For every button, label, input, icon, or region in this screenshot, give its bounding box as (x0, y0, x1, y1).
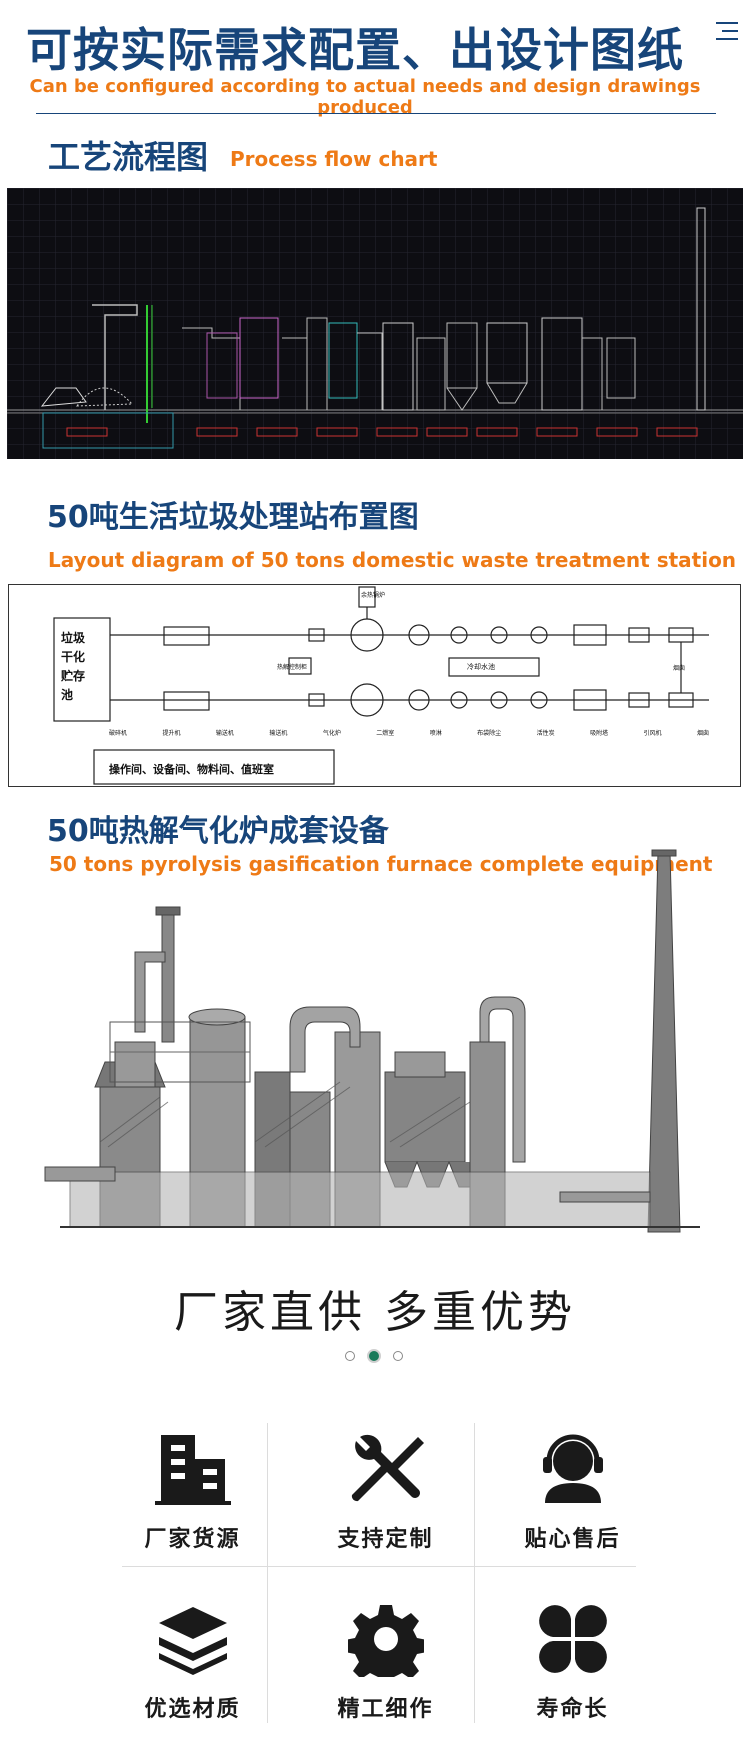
equipment-title-en: 50 tons pyrolysis gasification furnace c… (49, 852, 713, 876)
carousel-dot-3[interactable] (393, 1351, 403, 1361)
feature-label: 寿命长 (536, 1697, 609, 1722)
feature-label: 厂家货源 (144, 1527, 241, 1552)
feature-label: 贴心售后 (524, 1527, 621, 1552)
top-equipment-label: 余热锅炉 (361, 592, 386, 599)
headset-icon (543, 1434, 603, 1503)
feature-factory-source[interactable]: 厂家货源 (107, 1413, 278, 1576)
layout-drawing (53, 586, 709, 785)
page-title: 可按实际需求配置、出设计图纸 (26, 23, 684, 77)
page-subtitle: Can be configured according to actual ne… (29, 76, 701, 118)
equipment-title-cn: 50吨热解气化炉成套设备 (47, 814, 389, 849)
building-icon (155, 1435, 231, 1505)
menu-icon[interactable] (712, 20, 738, 42)
feature-after-sales[interactable]: 贴心售后 (487, 1413, 658, 1576)
tools-icon (351, 1434, 424, 1502)
feature-grid: 厂家货源 支持定制 贴心售后 优选材质 精工细作 (122, 1413, 636, 1739)
title-divider (36, 113, 716, 114)
layout-title-cn: 50吨生活垃圾处理站布置图 (47, 500, 419, 535)
gear-icon (348, 1605, 424, 1677)
process-flow-drawing (7, 188, 743, 459)
feature-custom-support[interactable]: 支持定制 (300, 1413, 471, 1576)
slogan: 厂家直供 多重优势 (174, 1287, 576, 1338)
room-label: 操作间、设备间、物料间、值班室 (109, 763, 274, 776)
clover-icon (539, 1605, 607, 1673)
process-title-en: Process flow chart (230, 147, 438, 171)
chimney-label: 烟囱 (673, 665, 686, 672)
feature-label: 支持定制 (337, 1527, 434, 1552)
carousel-dot-2[interactable] (367, 1349, 381, 1363)
layers-icon (159, 1607, 227, 1675)
feature-fine-workmanship[interactable]: 精工细作 (300, 1583, 471, 1746)
process-flow-diagram (7, 188, 743, 459)
control-cabinet-label: 热解控制柜 (277, 664, 308, 671)
feature-long-life[interactable]: 寿命长 (487, 1583, 658, 1746)
carousel-dot-1[interactable] (345, 1351, 355, 1361)
feature-label: 优选材质 (144, 1697, 241, 1722)
layout-title-en: Layout diagram of 50 tons domestic waste… (48, 548, 737, 572)
equipment-drawing (44, 849, 700, 1233)
equipment-rendering (40, 842, 720, 1262)
cooling-pool-label: 冷却水池 (467, 663, 495, 671)
layout-diagram: 垃圾 干化 贮存 池 余热锅炉 冷却水池 热解控制柜 烟囱 操作间、设备间、物料… (8, 584, 741, 787)
storage-pool-label: 垃圾 干化 贮存 池 (61, 631, 86, 702)
process-title-cn: 工艺流程图 (48, 138, 209, 176)
feature-quality-material[interactable]: 优选材质 (107, 1583, 278, 1746)
feature-label: 精工细作 (337, 1697, 434, 1722)
equipment-labels-row: 破碎机 提升机 输送机 输送机 气化炉 二燃室 喷淋 布袋除尘 活性炭 吸附塔 … (109, 730, 709, 737)
